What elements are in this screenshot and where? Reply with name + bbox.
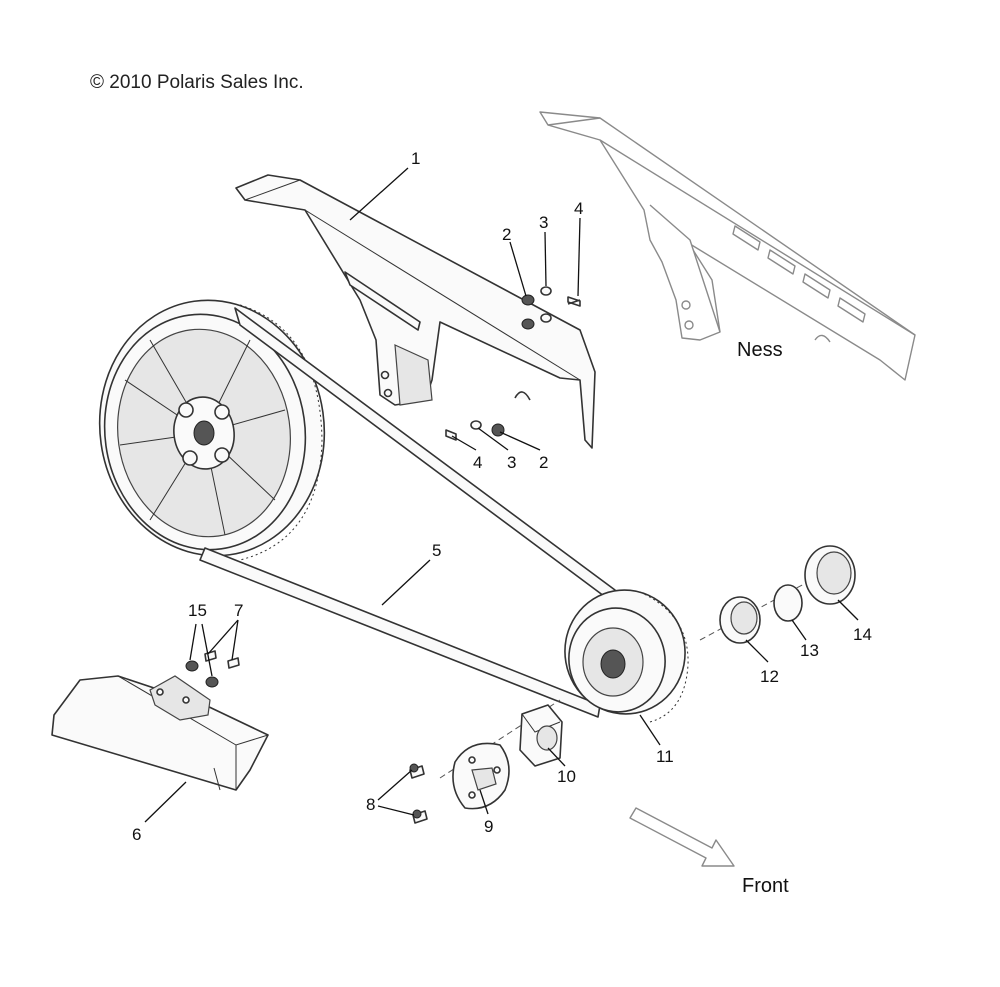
callout-9: 9 [484,817,493,836]
callout-15: 15 [188,601,207,620]
lock-plate [452,742,510,810]
front-pulley [564,589,689,723]
front-arrow [629,807,735,867]
ness-label: Ness [737,339,783,361]
callout-7: 7 [234,601,243,620]
leader-lines [144,167,859,823]
hardware-guard [185,650,240,688]
callout-8: 8 [366,795,375,814]
callout-2-lower: 2 [539,453,548,472]
callout-6: 6 [132,825,141,844]
bearing-cup-12 [719,596,761,644]
snap-ring-13 [773,584,803,622]
callout-11: 11 [656,747,674,766]
callout-5: 5 [432,541,441,560]
ness-belt-guard [539,111,916,381]
callout-13: 13 [800,641,819,660]
seal-14 [804,545,856,605]
callout-10: 10 [557,767,576,786]
hardware-upper [521,286,581,330]
callout-2-upper: 2 [502,225,511,244]
callout-4-upper: 4 [574,199,583,218]
callout-3-upper: 3 [539,213,548,232]
callout-1: 1 [411,149,420,168]
callout-14: 14 [853,625,872,644]
copyright-text: © 2010 Polaris Sales Inc. [90,72,304,93]
front-label: Front [742,875,789,897]
belt-guard [235,174,596,449]
callout-4-lower: 4 [473,453,482,472]
bolts [409,763,428,824]
nut [519,704,563,767]
lower-guard [51,675,269,791]
callout-12: 12 [760,667,779,686]
callout-3-lower: 3 [507,453,516,472]
rear-pulley [98,299,326,561]
